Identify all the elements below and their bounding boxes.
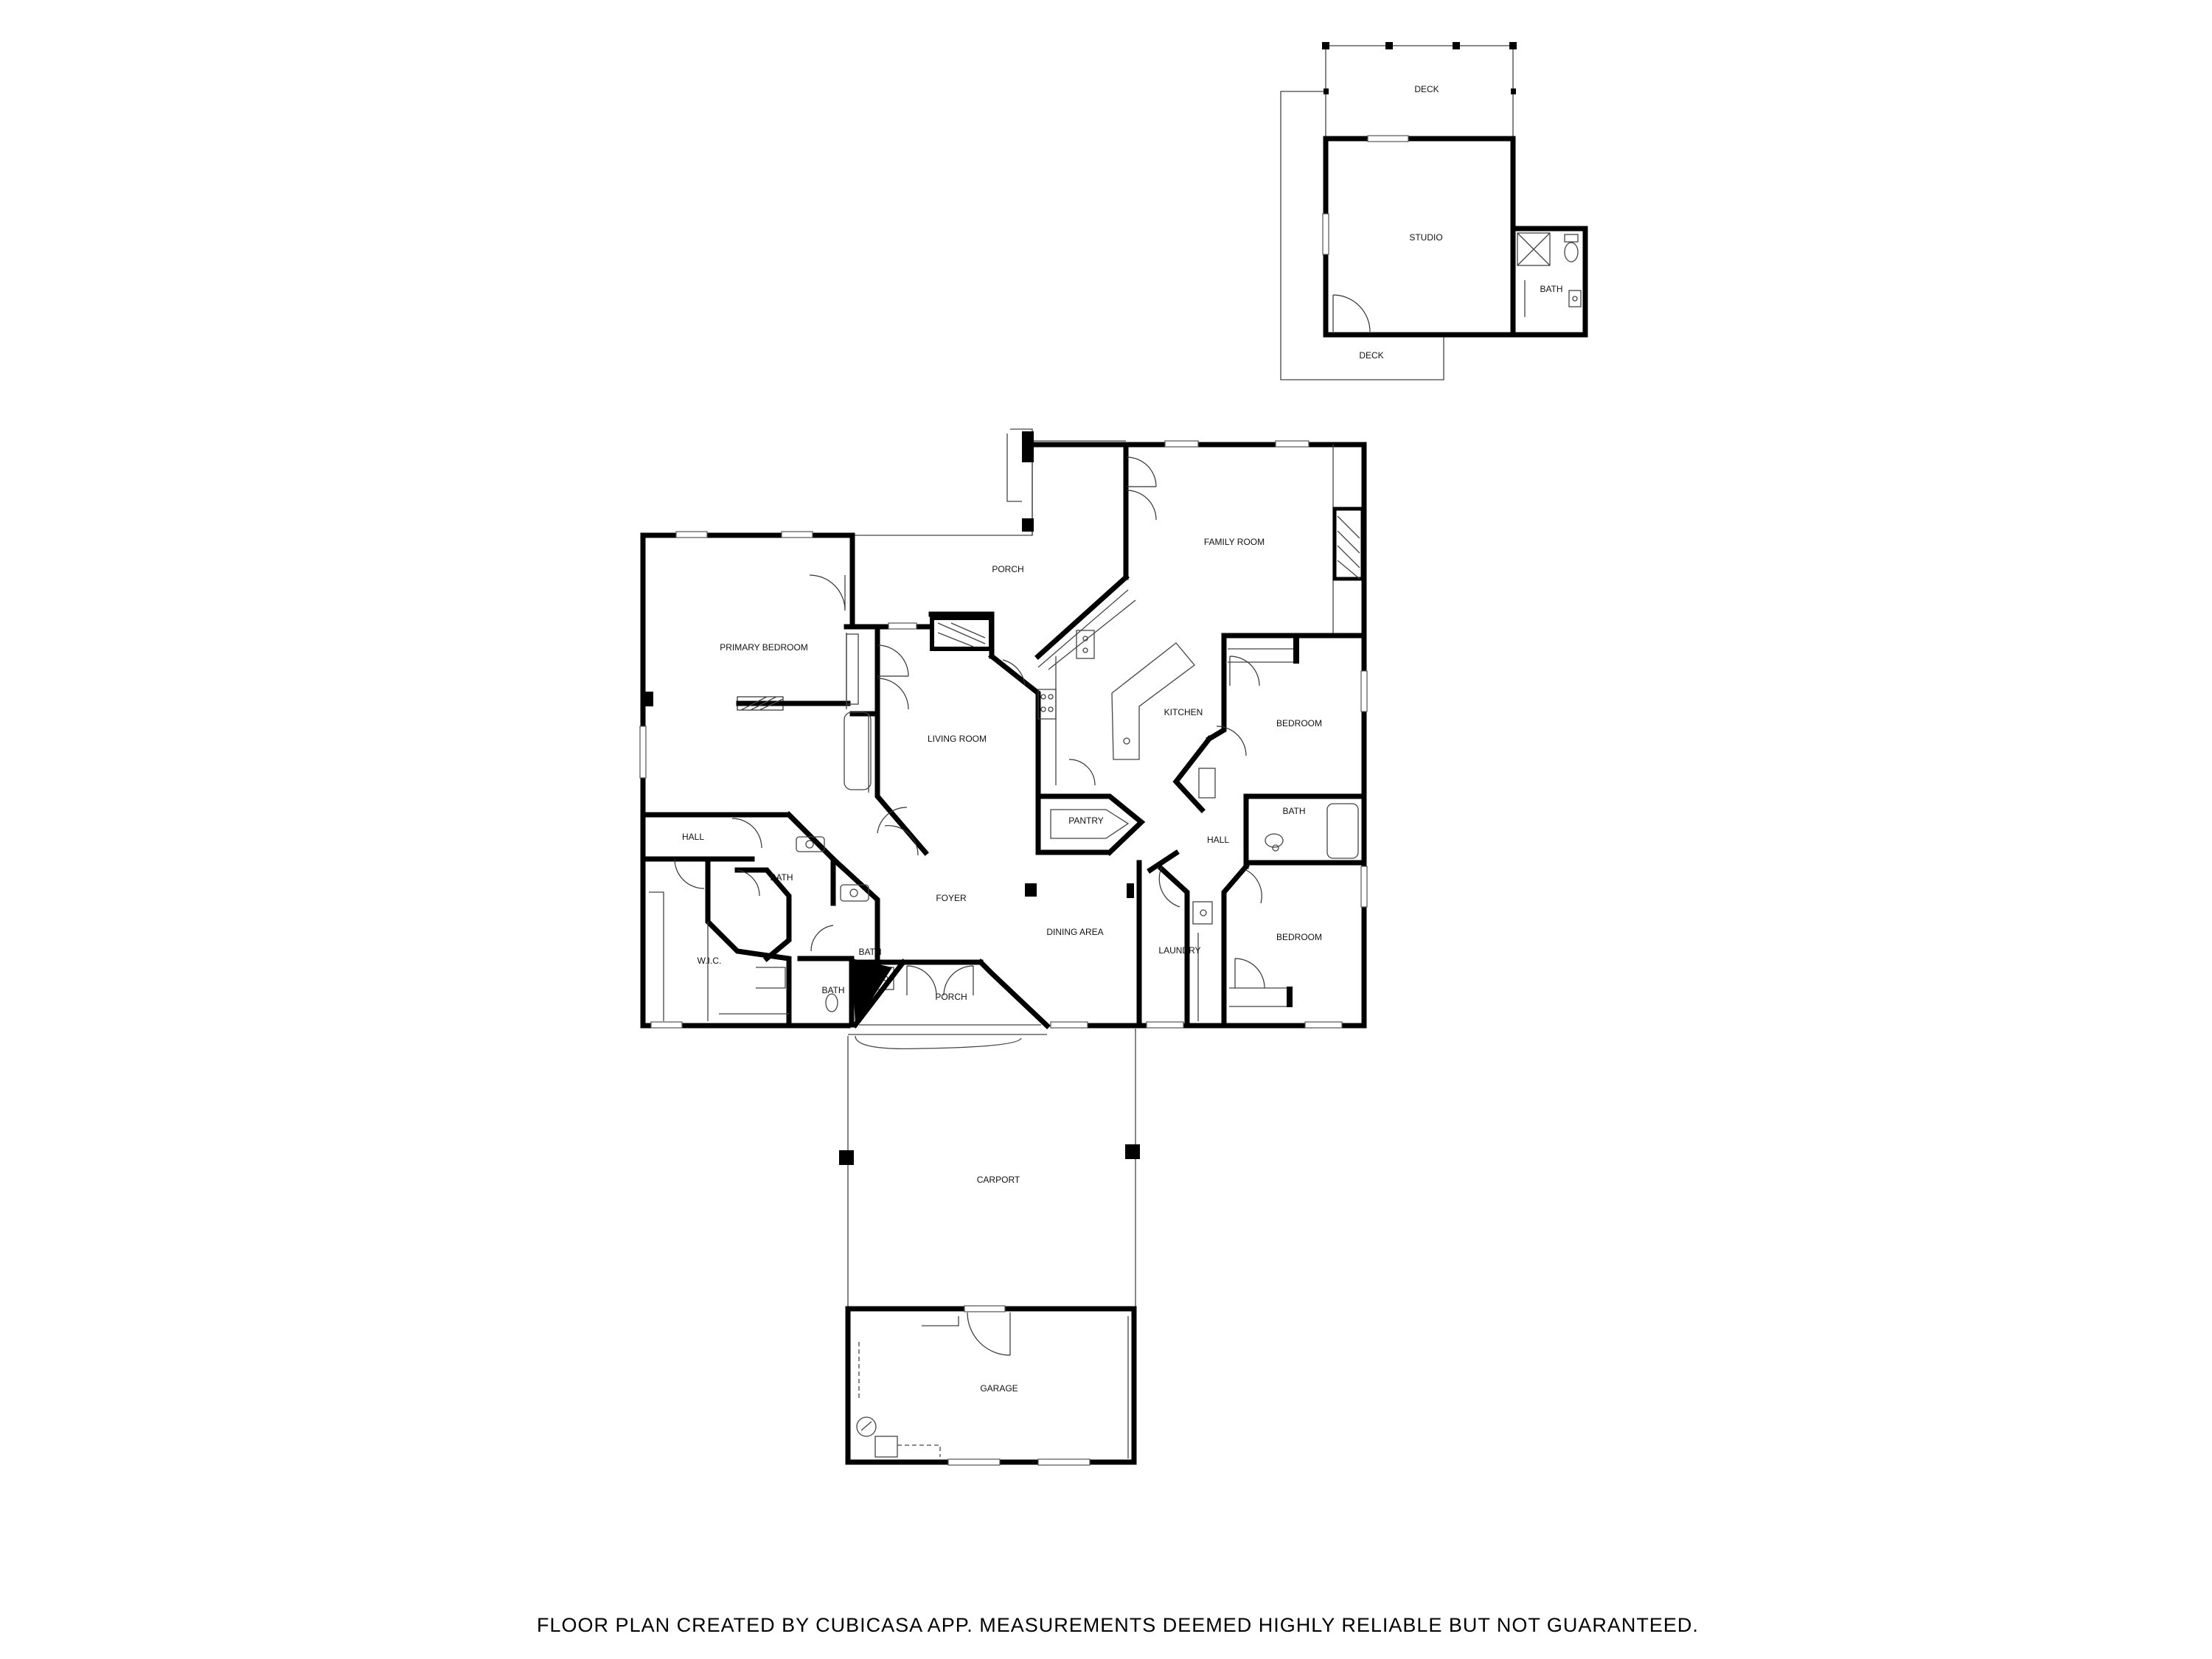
room-label-hall-left: HALL — [682, 832, 704, 842]
room-label-bath-small: BATH — [858, 947, 881, 957]
room-labels: DECK STUDIO BATH DECK PORCH FAMILY ROOM … — [682, 84, 1563, 1394]
studio-building — [1280, 42, 1588, 380]
room-label-dining-area: DINING AREA — [1046, 927, 1103, 937]
room-label-primary-bedroom: PRIMARY BEDROOM — [720, 642, 808, 653]
room-label-bath-lower: BATH — [821, 985, 844, 995]
room-label-studio: STUDIO — [1409, 232, 1442, 243]
room-label-porch-back: PORCH — [992, 564, 1023, 574]
room-label-deck-bottom: DECK — [1359, 350, 1383, 361]
room-label-hall-right: HALL — [1207, 835, 1229, 845]
footer-disclaimer: FLOOR PLAN CREATED BY CUBICASA APP. MEAS… — [537, 1614, 1699, 1636]
room-label-laundry: LAUNDRY — [1158, 945, 1200, 956]
room-label-pantry: PANTRY — [1068, 815, 1104, 826]
room-label-foyer: FOYER — [936, 893, 967, 903]
room-label-living-room: LIVING ROOM — [928, 734, 987, 744]
room-label-family-room: FAMILY ROOM — [1204, 537, 1265, 547]
carport-garage — [839, 1029, 1140, 1466]
room-label-garage: GARAGE — [980, 1383, 1018, 1394]
room-label-porch-front: PORCH — [935, 992, 967, 1002]
room-label-bath-primary: BATH — [770, 872, 793, 883]
room-label-carport: CARPORT — [977, 1175, 1020, 1185]
room-label-deck-top: DECK — [1414, 84, 1439, 94]
room-label-kitchen: KITCHEN — [1164, 707, 1203, 717]
main-house — [639, 428, 1368, 1050]
room-label-bedroom-lower: BEDROOM — [1276, 932, 1322, 942]
room-label-studio-bath: BATH — [1540, 284, 1562, 294]
room-label-bath-right: BATH — [1282, 806, 1305, 816]
room-label-wic: W.I.C. — [698, 956, 722, 966]
room-label-bedroom-upper: BEDROOM — [1276, 718, 1322, 728]
